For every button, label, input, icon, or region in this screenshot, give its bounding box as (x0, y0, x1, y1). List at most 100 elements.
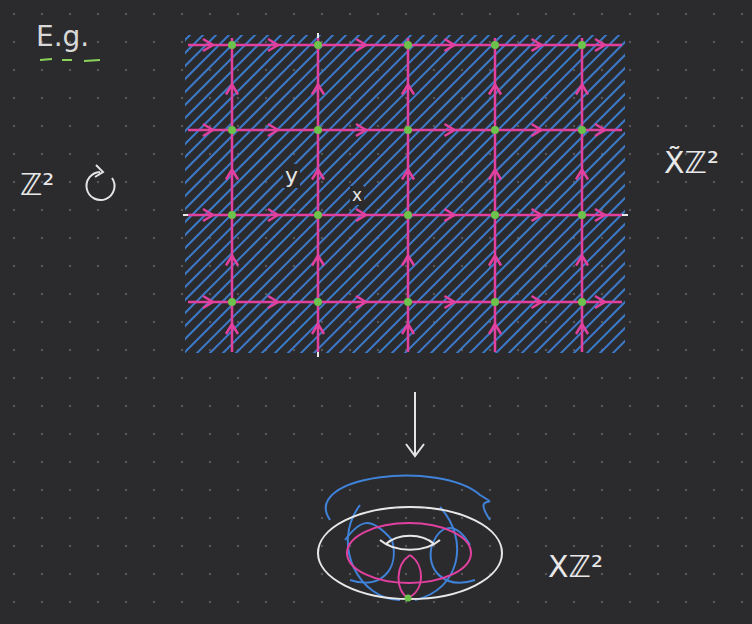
background-dot (545, 489, 547, 491)
background-dot (153, 573, 155, 575)
background-dot (517, 517, 519, 519)
background-dot (69, 237, 71, 239)
background-dot (265, 489, 267, 491)
background-dot (321, 545, 323, 547)
background-dot (293, 433, 295, 435)
background-dot (237, 545, 239, 547)
background-dot (153, 433, 155, 435)
background-dot (685, 265, 687, 267)
background-dot (41, 349, 43, 351)
background-dot (377, 573, 379, 575)
background-dot (209, 13, 211, 15)
background-dot (545, 13, 547, 15)
background-dot (349, 405, 351, 407)
background-dot (517, 489, 519, 491)
hatch-line (502, 35, 625, 353)
hatch-line (185, 35, 312, 353)
background-dot (209, 153, 211, 155)
vertex-dot (228, 126, 236, 134)
background-dot (13, 97, 15, 99)
background-dot (489, 377, 491, 379)
background-dot (321, 181, 323, 183)
background-dot (97, 181, 99, 183)
hatch-line (294, 35, 624, 353)
background-dot (237, 293, 239, 295)
arrowhead (268, 296, 278, 308)
hatch-line (320, 35, 625, 353)
background-dot (657, 153, 659, 155)
background-dot (13, 433, 15, 435)
background-dot (125, 69, 127, 71)
arrowhead (268, 124, 278, 136)
background-dot (209, 377, 211, 379)
covering-map-arrow (406, 392, 424, 456)
background-dot (209, 293, 211, 295)
background-dot (321, 489, 323, 491)
arrowhead (489, 256, 501, 266)
background-dot (629, 601, 631, 603)
background-dot (517, 377, 519, 379)
background-dot (293, 41, 295, 43)
background-dot (181, 545, 183, 547)
hatching (185, 35, 625, 353)
background-dot (153, 377, 155, 379)
hatch-line (593, 35, 625, 353)
vertex-dot (314, 298, 322, 306)
background-dot (237, 377, 239, 379)
arrowhead (445, 296, 455, 308)
background-dot (377, 461, 379, 463)
background-dot (685, 573, 687, 575)
background-dot (13, 405, 15, 407)
background-dot (265, 405, 267, 407)
background-dot (657, 181, 659, 183)
background-dot (685, 321, 687, 323)
background-dot (461, 209, 463, 211)
space-label: Xℤ² (548, 550, 603, 583)
background-dot (377, 489, 379, 491)
hatch-line (268, 35, 598, 353)
background-dot (41, 489, 43, 491)
arrowhead (356, 39, 366, 51)
background-dot (293, 545, 295, 547)
background-dot (629, 293, 631, 295)
background-dot (433, 517, 435, 519)
background-dot (13, 41, 15, 43)
hatch-line (255, 35, 585, 353)
vertex-dot (228, 41, 236, 49)
background-dot (573, 545, 575, 547)
background-dot (153, 545, 155, 547)
background-dot (741, 153, 743, 155)
background-dot (545, 125, 547, 127)
background-dot (349, 13, 351, 15)
background-dot (405, 13, 407, 15)
background-dot (41, 545, 43, 547)
hatch-line (185, 35, 481, 353)
background-dot (657, 13, 659, 15)
background-dot (97, 265, 99, 267)
background-dot (349, 153, 351, 155)
background-dot (181, 293, 183, 295)
background-dot (349, 573, 351, 575)
background-dot (153, 41, 155, 43)
background-dot (489, 461, 491, 463)
background-dot (601, 545, 603, 547)
background-dot (573, 125, 575, 127)
background-dot (69, 601, 71, 603)
arrowhead (402, 256, 414, 266)
background-dot (573, 433, 575, 435)
background-dot (433, 293, 435, 295)
vertex-dot (404, 126, 412, 134)
background-dot (125, 265, 127, 267)
grid-vertices (228, 41, 586, 306)
background-dot (293, 517, 295, 519)
background-dot (629, 321, 631, 323)
background-dot (69, 349, 71, 351)
background-dot (41, 573, 43, 575)
background-dot (13, 181, 15, 183)
background-dot (13, 517, 15, 519)
background-dot (153, 69, 155, 71)
background-dot (293, 69, 295, 71)
background-dot (433, 265, 435, 267)
background-dot (377, 125, 379, 127)
arrowhead (576, 324, 588, 334)
